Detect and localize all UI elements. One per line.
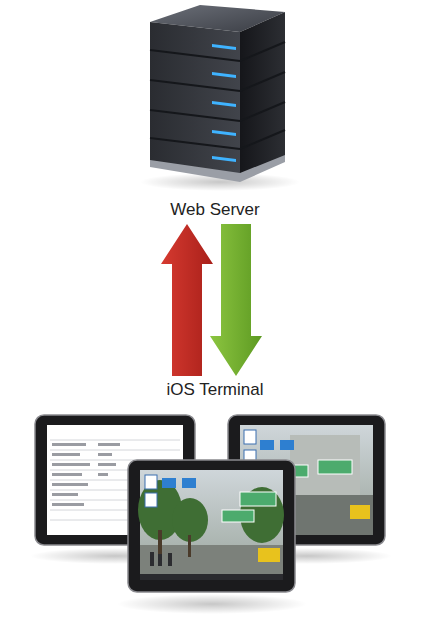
node-label: iOS Terminal bbox=[30, 380, 400, 400]
toolbar bbox=[140, 574, 283, 580]
server-bays bbox=[150, 42, 285, 149]
tablet-frame bbox=[35, 415, 195, 545]
form-fields bbox=[52, 443, 120, 506]
arrow-shape bbox=[161, 224, 213, 376]
server-front bbox=[150, 22, 240, 180]
tablet-shadow bbox=[117, 594, 307, 614]
flow-arrow bbox=[161, 224, 213, 376]
sign bbox=[258, 548, 280, 562]
server-node: Web Server bbox=[120, 0, 310, 222]
ar-markers bbox=[145, 475, 276, 522]
pedestrians bbox=[150, 552, 172, 566]
sign bbox=[350, 505, 370, 519]
server-base bbox=[150, 155, 285, 182]
arrow-shape bbox=[210, 224, 262, 376]
server-side bbox=[240, 12, 285, 180]
tablet-illustration bbox=[30, 415, 392, 614]
server-illustration bbox=[140, 5, 300, 191]
terminal-node: iOS Terminal bbox=[30, 378, 400, 628]
tablet-frame bbox=[128, 460, 295, 592]
flow-arrow bbox=[210, 224, 262, 376]
node-label: Web Server bbox=[120, 200, 310, 220]
server-leds bbox=[212, 44, 236, 162]
